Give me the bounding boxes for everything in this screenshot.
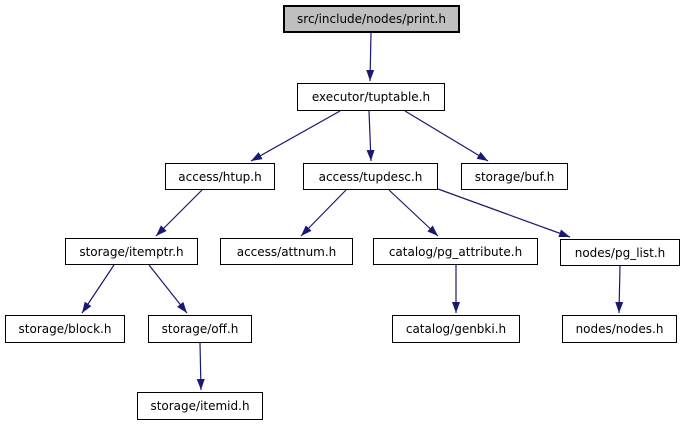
edge-itemptr-to-block [81, 264, 115, 314]
node-executor-tuptable-h[interactable]: executor/tuptable.h [297, 83, 445, 111]
node-storage-off-h[interactable]: storage/off.h [148, 315, 252, 343]
edge-tuptable-to-htup [250, 110, 341, 162]
node-storage-itemid-h[interactable]: storage/itemid.h [137, 392, 263, 420]
edge-pg-list-to-nodes [615, 265, 624, 314]
node-storage-buf-h[interactable]: storage/buf.h [461, 163, 568, 190]
edge-tuptable-to-buf [404, 110, 489, 162]
node-nodes-nodes-h[interactable]: nodes/nodes.h [562, 315, 677, 343]
node-catalog-pg-attribute-h[interactable]: catalog/pg_attribute.h [373, 238, 538, 265]
node-access-htup-h[interactable]: access/htup.h [165, 163, 275, 190]
node-nodes-pg-list-h[interactable]: nodes/pg_list.h [560, 239, 680, 266]
edge-tupdesc-to-pg-attribute [388, 189, 439, 237]
node-access-attnum-h[interactable]: access/attnum.h [220, 238, 353, 265]
edge-itemptr-to-off [148, 264, 188, 314]
edge-htup-to-itemptr [155, 189, 203, 237]
node-storage-block-h[interactable]: storage/block.h [5, 315, 125, 343]
edge-print-to-tuptable [366, 32, 375, 82]
node-storage-itemptr-h[interactable]: storage/itemptr.h [65, 238, 198, 265]
edge-tupdesc-to-attnum [300, 189, 347, 237]
edge-off-to-itemid [196, 342, 205, 391]
node-src-include-nodes-print-h: src/include/nodes/print.h [283, 5, 460, 33]
edge-tuptable-to-tupdesc [366, 110, 375, 162]
node-catalog-genbki-h[interactable]: catalog/genbki.h [392, 315, 520, 343]
edge-tupdesc-to-pg-list [437, 188, 571, 238]
node-access-tupdesc-h[interactable]: access/tupdesc.h [303, 163, 438, 190]
